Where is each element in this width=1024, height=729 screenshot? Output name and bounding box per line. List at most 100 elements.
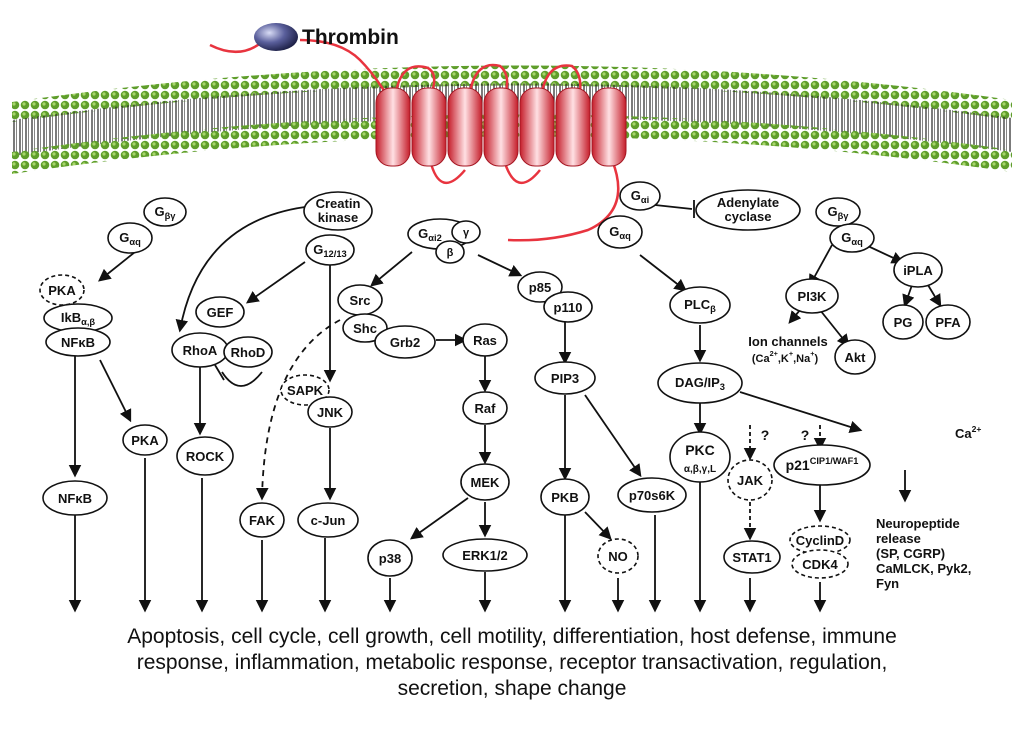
thrombin-receptor	[209, 38, 627, 242]
outcome-line-3: secretion, shape change	[397, 677, 627, 700]
node-p110-label: p110	[554, 300, 583, 315]
node-dagip3-shape	[657, 362, 743, 404]
node-pkc-shape	[669, 431, 731, 483]
node-gby_left-shape	[143, 197, 187, 227]
ligand-label: Thrombin	[302, 26, 399, 49]
node-raf-shape	[462, 391, 508, 425]
node-sapk-shape	[280, 374, 330, 406]
node-sapk-label: SAPK	[287, 383, 324, 398]
node-plcb-shape	[669, 286, 731, 324]
node-gaq_right-label: Gαq	[841, 230, 863, 247]
neuropeptide-line-0: Neuropeptide	[876, 516, 960, 531]
node-plcb-label: PLCβ	[684, 297, 716, 314]
node-adenylate_cyclase-label-1: Adenylate	[717, 195, 779, 210]
node-creatin_kinase-shape	[303, 191, 373, 231]
node-pka_top-label: PKA	[48, 283, 76, 298]
node-rhod-shape	[223, 336, 273, 368]
node-rhoa-label: RhoA	[183, 343, 218, 358]
node-gai2-label: Gαi2	[418, 226, 442, 243]
node-pfa-shape	[925, 304, 971, 340]
node-erk-label: ERK1/2	[462, 548, 508, 563]
edge-pi3k-ion	[788, 309, 802, 324]
node-cyclind-label: CyclinD	[796, 533, 844, 548]
outcome-line-1: Apoptosis, cell cycle, cell growth, cell…	[127, 625, 897, 648]
question-mark-2: ?	[801, 427, 810, 443]
node-gai2-beta-shape	[435, 240, 465, 264]
neuropeptide-line-3: CaMLCK, Pyk2,	[876, 561, 971, 576]
node-pfa-label: PFA	[935, 315, 961, 330]
node-p38-label: p38	[379, 551, 401, 566]
node-gai2-gamma-label: γ	[463, 227, 470, 239]
node-ipla-shape	[893, 252, 943, 288]
node-gby_right-shape	[815, 197, 861, 227]
node-raf-label: Raf	[475, 401, 497, 416]
node-rock-shape	[176, 436, 234, 476]
node-akt-shape	[834, 339, 876, 375]
neuropeptide-line-1: release	[876, 531, 921, 546]
node-akt-label: Akt	[845, 350, 867, 365]
node-fak-label: FAK	[249, 513, 276, 528]
node-dagip3-label: DAG/IP3	[675, 375, 725, 392]
neuropeptide-line-2: (SP, CGRP)	[876, 546, 945, 561]
node-nfkb_bottom-label: NFκB	[58, 491, 92, 506]
node-cdk4-label: CDK4	[802, 557, 838, 572]
edge-rhoa-rhod-inhibit	[221, 371, 263, 387]
edge-creatin-rhoa	[175, 206, 306, 333]
edge-ipla-pfa	[927, 284, 942, 308]
neuropeptide-line-4: Fyn	[876, 576, 899, 591]
node-gaq_left-label: Gαq	[119, 230, 141, 247]
node-pi3k-label: PI3K	[798, 289, 828, 304]
node-gai-label: Gαi	[631, 188, 649, 205]
edge-g1213-gef	[245, 261, 306, 304]
node-jnk-shape	[307, 396, 353, 428]
node-gef-shape	[195, 296, 245, 328]
node-adenylate_cyclase-label-2: cyclase	[725, 209, 772, 224]
node-pip3-label: PIP3	[551, 371, 579, 386]
node-adenylate_cyclase-shape	[695, 189, 801, 231]
node-cdk4-shape	[791, 549, 849, 579]
edge-dag-ca	[739, 391, 863, 433]
edge-pkb-no	[584, 511, 612, 540]
node-gai-shape	[619, 181, 661, 211]
node-gby_right-label: Gβγ	[827, 204, 849, 221]
edge-gaq-plcb	[639, 254, 687, 292]
node-pg-label: PG	[894, 315, 913, 330]
node-nfkb_top-shape	[45, 327, 111, 357]
node-pg-shape	[882, 304, 924, 340]
node-gef-label: GEF	[207, 305, 234, 320]
node-ipla-label: iPLA	[903, 263, 933, 278]
node-stat1-shape	[723, 540, 781, 574]
node-ras-shape	[462, 323, 508, 357]
node-pkc-label: PKC	[685, 442, 715, 458]
edge-ipla-pg	[902, 284, 915, 308]
node-erk-shape	[442, 538, 528, 572]
node-pkc-sub: α,β,γ,L	[684, 464, 716, 475]
node-pka_mid-label: PKA	[131, 433, 159, 448]
node-grb2-label: Grb2	[390, 335, 420, 350]
node-creatin_kinase-label-1: Creatin	[316, 196, 361, 211]
node-p110-shape	[543, 291, 593, 323]
pathway-edges	[68, 200, 942, 613]
node-stat1-label: STAT1	[732, 550, 771, 565]
node-shc-shape	[342, 313, 388, 343]
node-jak-shape	[727, 459, 773, 501]
node-p70s6k-shape	[617, 477, 687, 513]
node-pkb-label: PKB	[551, 490, 578, 505]
node-gai2-beta-label: β	[447, 247, 454, 259]
node-jnk-label: JNK	[317, 405, 344, 420]
node-gaq_right-shape	[829, 223, 875, 253]
node-gaq_left-shape	[107, 222, 153, 254]
node-cjun-label: c-Jun	[311, 513, 346, 528]
node-g1213-shape	[305, 234, 355, 266]
node-no-shape	[597, 538, 639, 574]
node-pka_mid-shape	[122, 424, 168, 456]
node-pi3k-shape	[785, 278, 839, 314]
node-no-label: NO	[608, 549, 628, 564]
cell-membrane	[12, 65, 1012, 174]
node-g1213-label: G12/13	[313, 242, 347, 259]
node-grb2-shape	[374, 325, 436, 359]
edge-pip3-p70	[584, 394, 642, 478]
node-creatin_kinase-label-2: kinase	[318, 210, 358, 225]
node-p21-label: p21CIP1/WAF1	[786, 456, 859, 473]
